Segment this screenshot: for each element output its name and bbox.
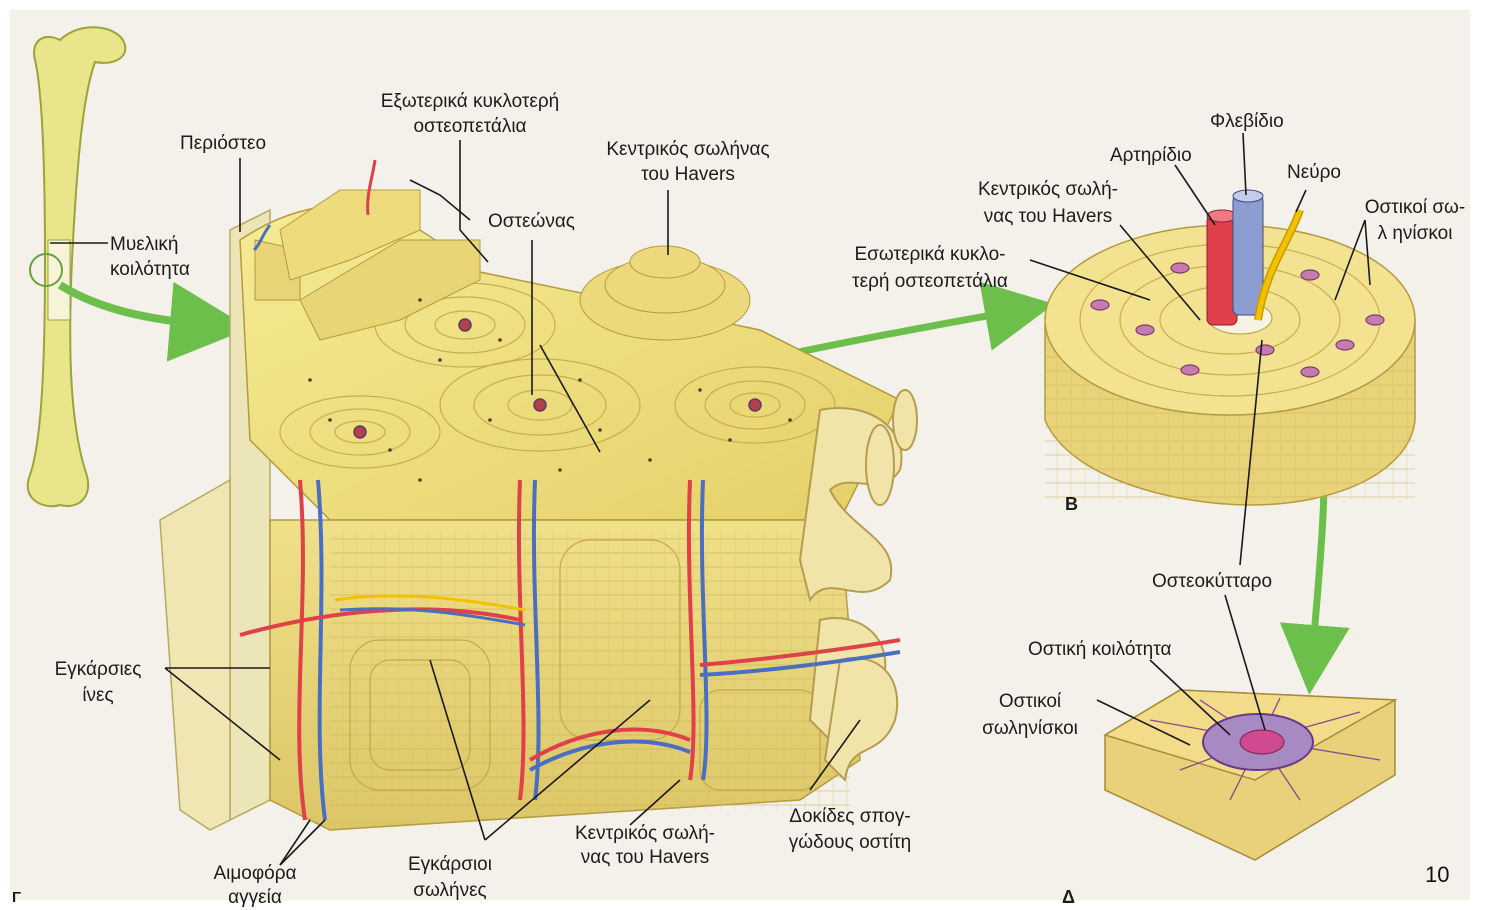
- label-venule: Φλεβίδιο: [1210, 110, 1284, 133]
- label-blood-vessels-line2: αγγεία: [185, 886, 325, 909]
- label-canaliculi-d-line1: Οστικοί: [960, 690, 1100, 713]
- label-inner-lamellae-line2: τερή οστεοπετάλια: [825, 270, 1035, 293]
- label-outer-lamellae-line1: Εξωτερικά κυκλοτερή: [345, 90, 595, 113]
- label-central-canal-b-line1: Κεντρικός σωλή-: [948, 178, 1148, 201]
- label-inner-lamellae-line1: Εσωτερικά κυκλο-: [825, 243, 1035, 266]
- label-arteriole: Αρτηρίδιο: [1110, 144, 1192, 167]
- label-panel-d: Δ: [1062, 886, 1075, 909]
- label-canaliculi-b-line2: λ ηνίσκοι: [1345, 222, 1485, 245]
- label-marrow-cavity-line1: Μυελική: [110, 233, 178, 256]
- label-central-canal-line2: του Havers: [578, 163, 798, 186]
- label-panel-g: Γ: [12, 886, 21, 909]
- label-canaliculi-b-line1: Οστικοί σω-: [1345, 196, 1485, 219]
- label-periosteum: Περιόστεο: [180, 132, 266, 155]
- label-osteocyte: Οστεοκύτταρο: [1152, 570, 1272, 593]
- label-outer-lamellae-line2: οστεοπετάλια: [345, 115, 595, 138]
- label-central-canal-g-line1: Κεντρικός σωλή-: [545, 822, 745, 845]
- label-marrow-cavity-line2: κοιλότητα: [110, 258, 190, 281]
- label-sharpey-fibers-line1: Εγκάρσιες: [28, 658, 168, 681]
- label-nerve: Νεύρο: [1287, 161, 1341, 184]
- label-volkmann-canals-line2: σωλήνες: [380, 879, 520, 902]
- label-trabeculae-line2: γώδους οστίτη: [755, 831, 945, 854]
- label-central-canal-line1: Κεντρικός σωλήνας: [578, 138, 798, 161]
- label-canaliculi-d-line2: σωληνίσκοι: [960, 717, 1100, 740]
- label-central-canal-b-line2: νας του Havers: [948, 205, 1148, 228]
- label-panel-b: Β: [1065, 493, 1078, 516]
- label-blood-vessels-line1: Αιμοφόρα: [185, 862, 325, 885]
- label-central-canal-g-line2: νας του Havers: [545, 846, 745, 869]
- label-volkmann-canals-line1: Εγκάρσιοι: [380, 853, 520, 876]
- label-sharpey-fibers-line2: ίνες: [28, 684, 168, 707]
- label-osteon: Οστεώνας: [488, 210, 575, 233]
- page-number: 10: [1425, 862, 1449, 888]
- label-trabeculae-line1: Δοκίδες σπογ-: [755, 805, 945, 828]
- label-lacuna: Οστική κοιλότητα: [1028, 638, 1171, 661]
